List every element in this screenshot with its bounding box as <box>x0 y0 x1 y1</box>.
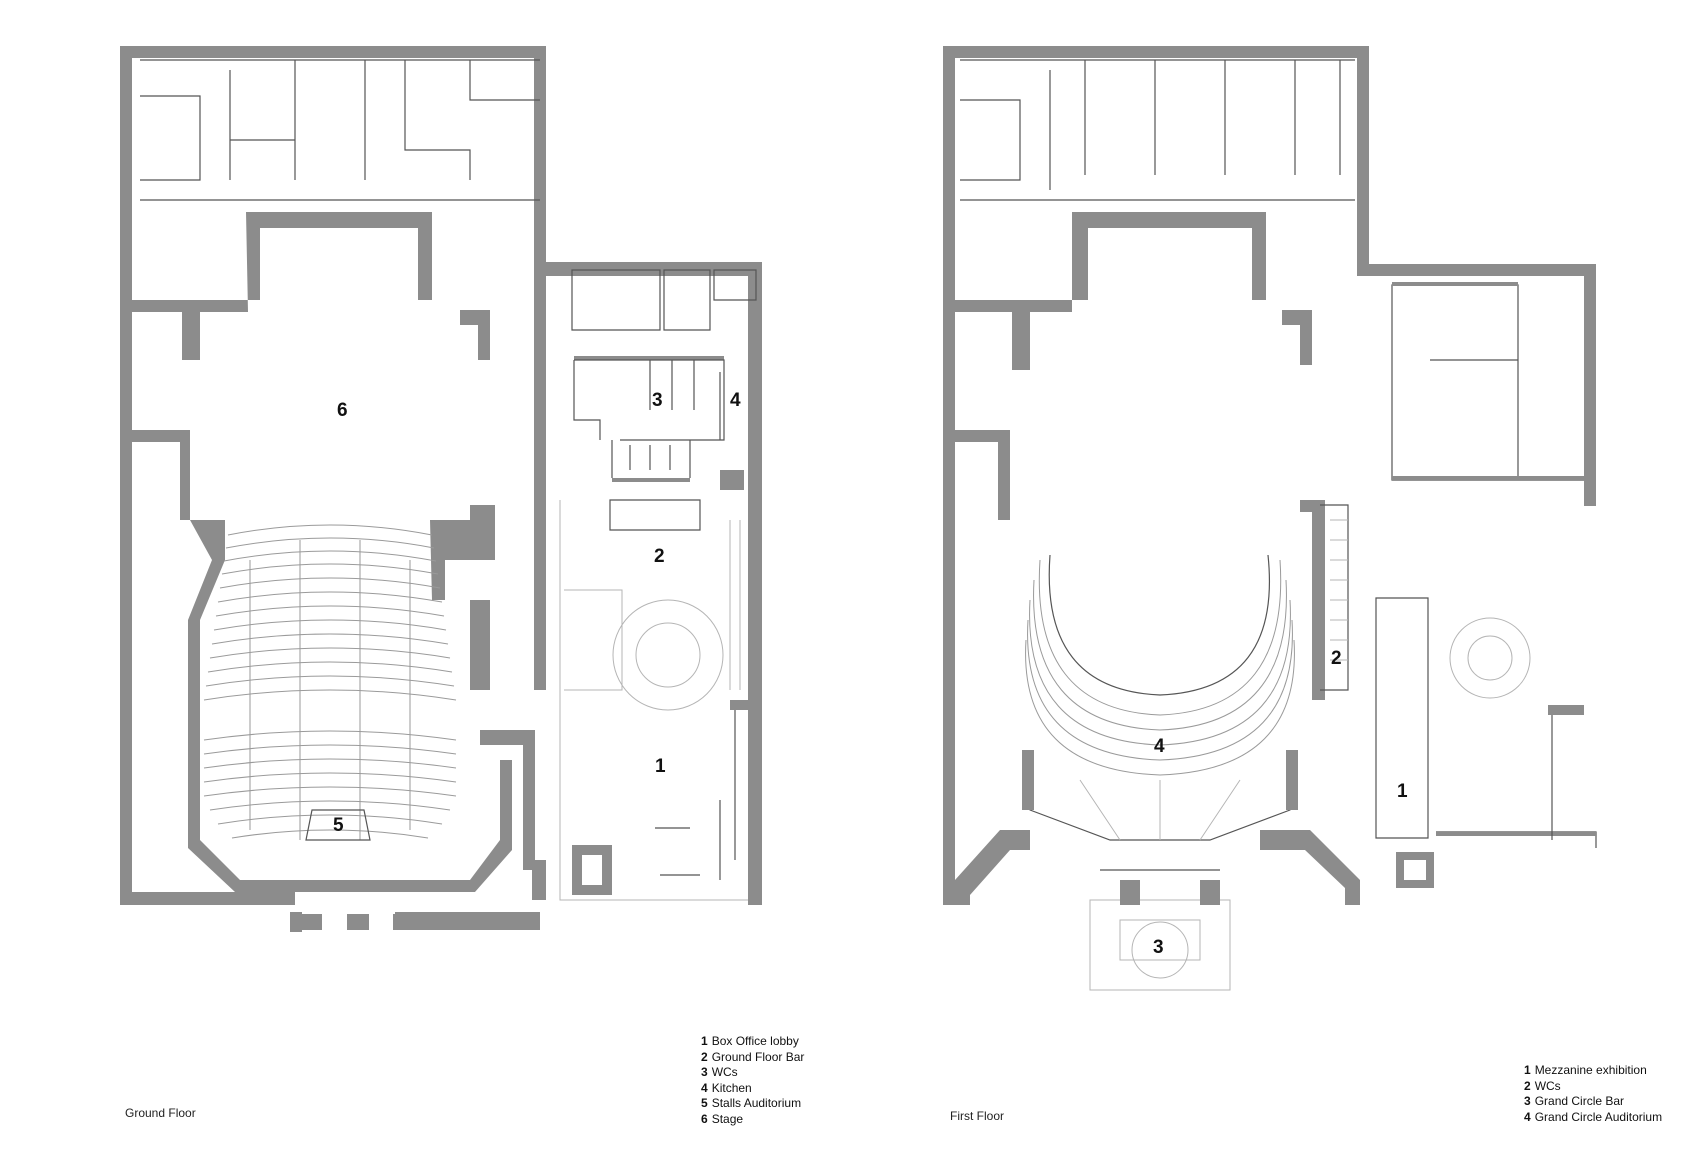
ground-room-number-2: 2 <box>654 546 665 567</box>
first-grand-circle-bar <box>1089 869 1231 991</box>
ground-front-pillar <box>300 914 322 930</box>
first-room-number-2: 2 <box>1331 648 1342 669</box>
first-back-rooms <box>960 59 1355 201</box>
first-wcs <box>1320 504 1349 691</box>
stalls-seating <box>203 524 457 841</box>
ground-stage-right-wall <box>534 262 546 690</box>
first-room-number-4: 4 <box>1154 736 1165 757</box>
ground-room-number-6: 6 <box>337 400 348 421</box>
ground-front-pillar <box>393 914 415 930</box>
first-front-wall <box>955 830 1360 905</box>
ground-room-number-5: 5 <box>333 815 344 836</box>
first-right-room-wall <box>1392 282 1518 286</box>
ground-front-pillar <box>347 914 369 930</box>
ground-floor-outer-wall <box>120 46 762 905</box>
first-room-number-1: 1 <box>1397 781 1408 802</box>
ground-room-number-1: 1 <box>655 756 666 777</box>
ground-floor-front-wall <box>132 860 546 932</box>
first-floor-title: First Floor <box>950 1109 1004 1123</box>
ground-bar-lobby <box>559 499 760 901</box>
first-mezzanine <box>1375 597 1597 888</box>
first-right-room-wall <box>1392 476 1584 480</box>
ground-wc-kitchen <box>571 269 757 490</box>
ground-floor-plan: 6 3 4 2 1 5 Ground Floor <box>120 46 762 1120</box>
ground-room-number-4: 4 <box>730 390 741 411</box>
ground-auditorium-wall <box>188 520 512 892</box>
first-stage-wall <box>955 212 1325 700</box>
ground-room-number-3: 3 <box>652 390 663 411</box>
ground-back-rooms <box>140 59 540 201</box>
first-room-number-3: 3 <box>1153 937 1164 958</box>
grand-circle-seating <box>1022 554 1298 841</box>
ground-auditorium-side-wall <box>430 520 535 870</box>
first-right-rooms <box>1391 284 1584 481</box>
ground-floor-title: Ground Floor <box>125 1106 196 1120</box>
first-floor-plan: 2 4 1 3 First Floor <box>943 46 1597 1123</box>
first-floor-outer-wall <box>943 46 1596 905</box>
